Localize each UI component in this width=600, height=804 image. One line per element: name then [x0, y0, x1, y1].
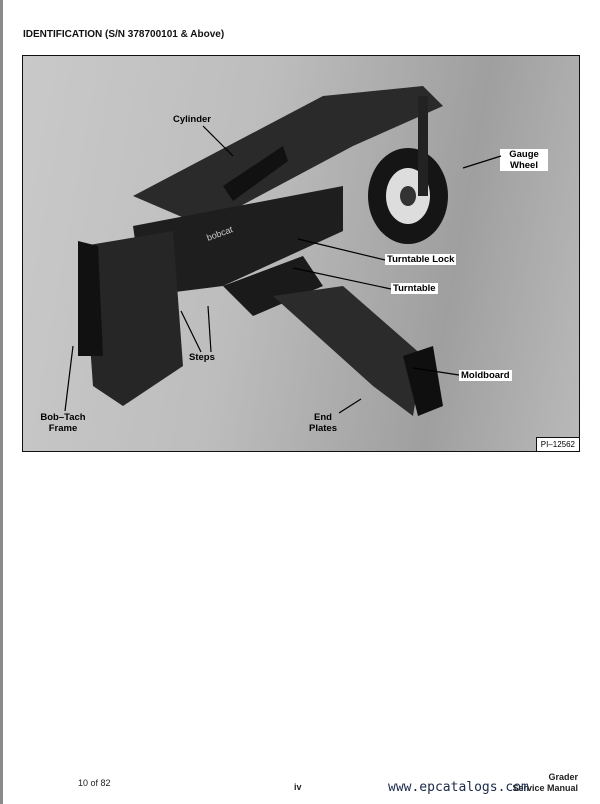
label-moldboard: Moldboard: [459, 370, 512, 381]
grader-illustration: bobcat: [78, 86, 448, 416]
page-number: iv: [294, 782, 302, 792]
label-turntable-lock: Turntable Lock: [385, 254, 457, 265]
label-end-plates: End Plates: [309, 412, 337, 434]
grader-photo: bobcat Cylinder Gauge Wheel Turntable Lo…: [22, 55, 580, 452]
photo-id: PI–12562: [535, 437, 579, 451]
page-title: IDENTIFICATION (S/N 378700101 & Above): [23, 29, 225, 40]
page-edge: [0, 0, 3, 804]
label-bob-tach-frame: Bob–Tach Frame: [40, 412, 86, 434]
label-gauge-wheel: Gauge Wheel: [500, 149, 548, 171]
page-count: 10 of 82: [78, 778, 111, 788]
label-steps: Steps: [189, 352, 215, 363]
watermark: www.epcatalogs.com: [388, 780, 529, 795]
doc-title-line1: Grader: [548, 772, 578, 782]
doc-title-line2: Service Manual: [512, 783, 578, 793]
label-cylinder: Cylinder: [173, 114, 212, 125]
label-turntable: Turntable: [391, 283, 438, 294]
